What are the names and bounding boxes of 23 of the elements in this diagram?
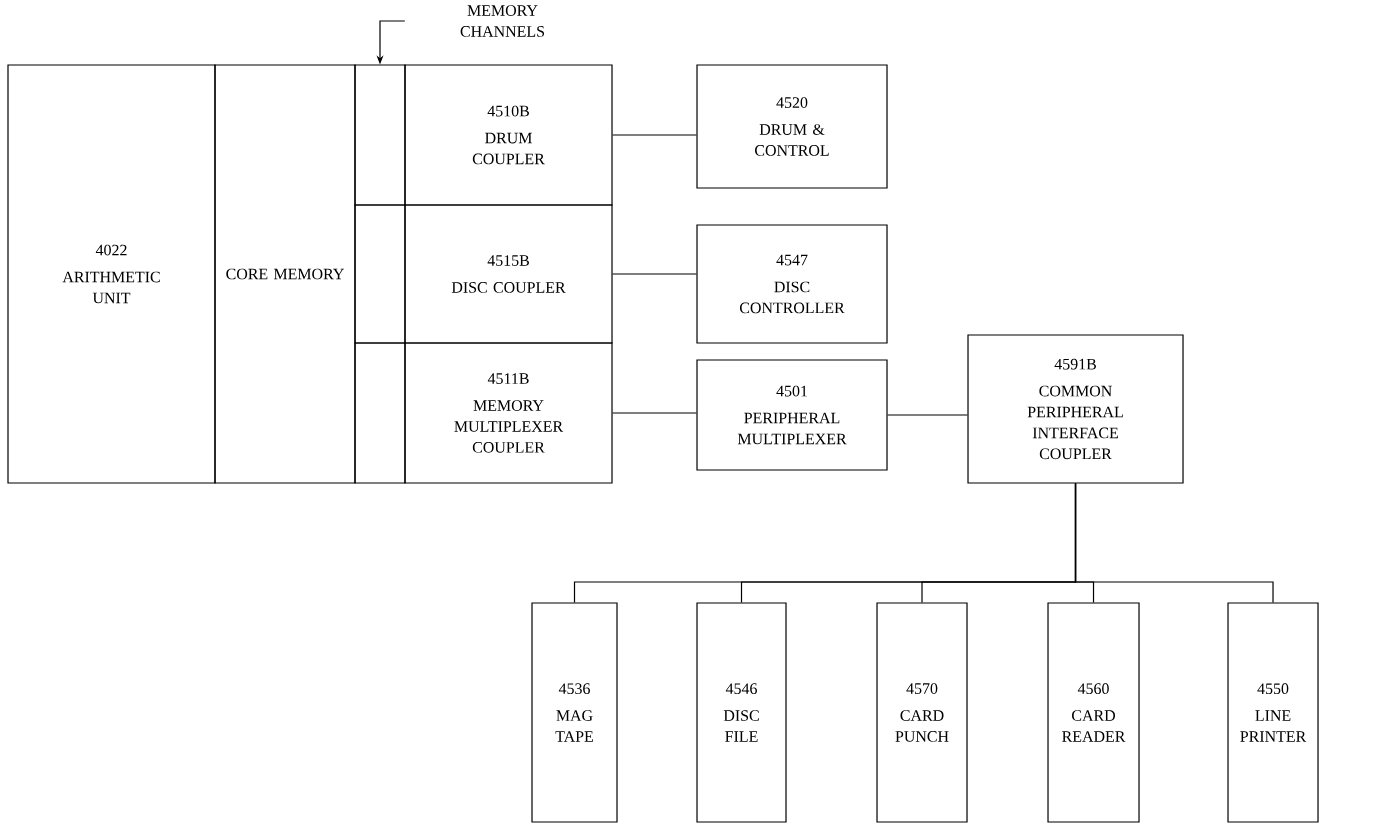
connector-line — [1074, 483, 1274, 603]
channel-label: MEMORY CHANNELS — [460, 5, 544, 37]
memory-box: CORE MEMORY — [214, 64, 356, 484]
connector-line — [612, 134, 697, 136]
coupler-box: 4510B DRUM COUPLER — [404, 64, 613, 206]
device-box: 4501 PERIPHERAL MULTIPLEXER — [696, 359, 888, 471]
connector-line — [887, 414, 968, 416]
device-box: 4546 DISC FILE — [696, 602, 787, 823]
device-box: 4570 CARD PUNCH — [876, 602, 968, 823]
unit-box: 4022 ARITHMETIC UNIT — [7, 64, 216, 484]
device-box: 4520 DRUM & CONTROL — [696, 64, 888, 189]
device-box: 4560 CARD READER — [1047, 602, 1140, 823]
coupler-box: 4515B DISC COUPLER — [404, 204, 613, 344]
channel-cell — [354, 64, 406, 206]
interface-box: 4591B COMMON PERIPHERAL INTERFACE COUPLER — [967, 334, 1184, 484]
device-box: 4547 DISC CONTROLLER — [696, 224, 888, 344]
coupler-box: 4511B MEMORY MULTIPLEXER COUPLER — [404, 342, 613, 484]
connector-line — [612, 273, 697, 275]
channel-cell — [354, 342, 406, 484]
connector-line — [612, 412, 697, 414]
device-box: 4550 LINE PRINTER — [1227, 602, 1319, 823]
device-box: 4536 MAG TAPE — [531, 602, 618, 823]
channel-cell — [354, 204, 406, 344]
